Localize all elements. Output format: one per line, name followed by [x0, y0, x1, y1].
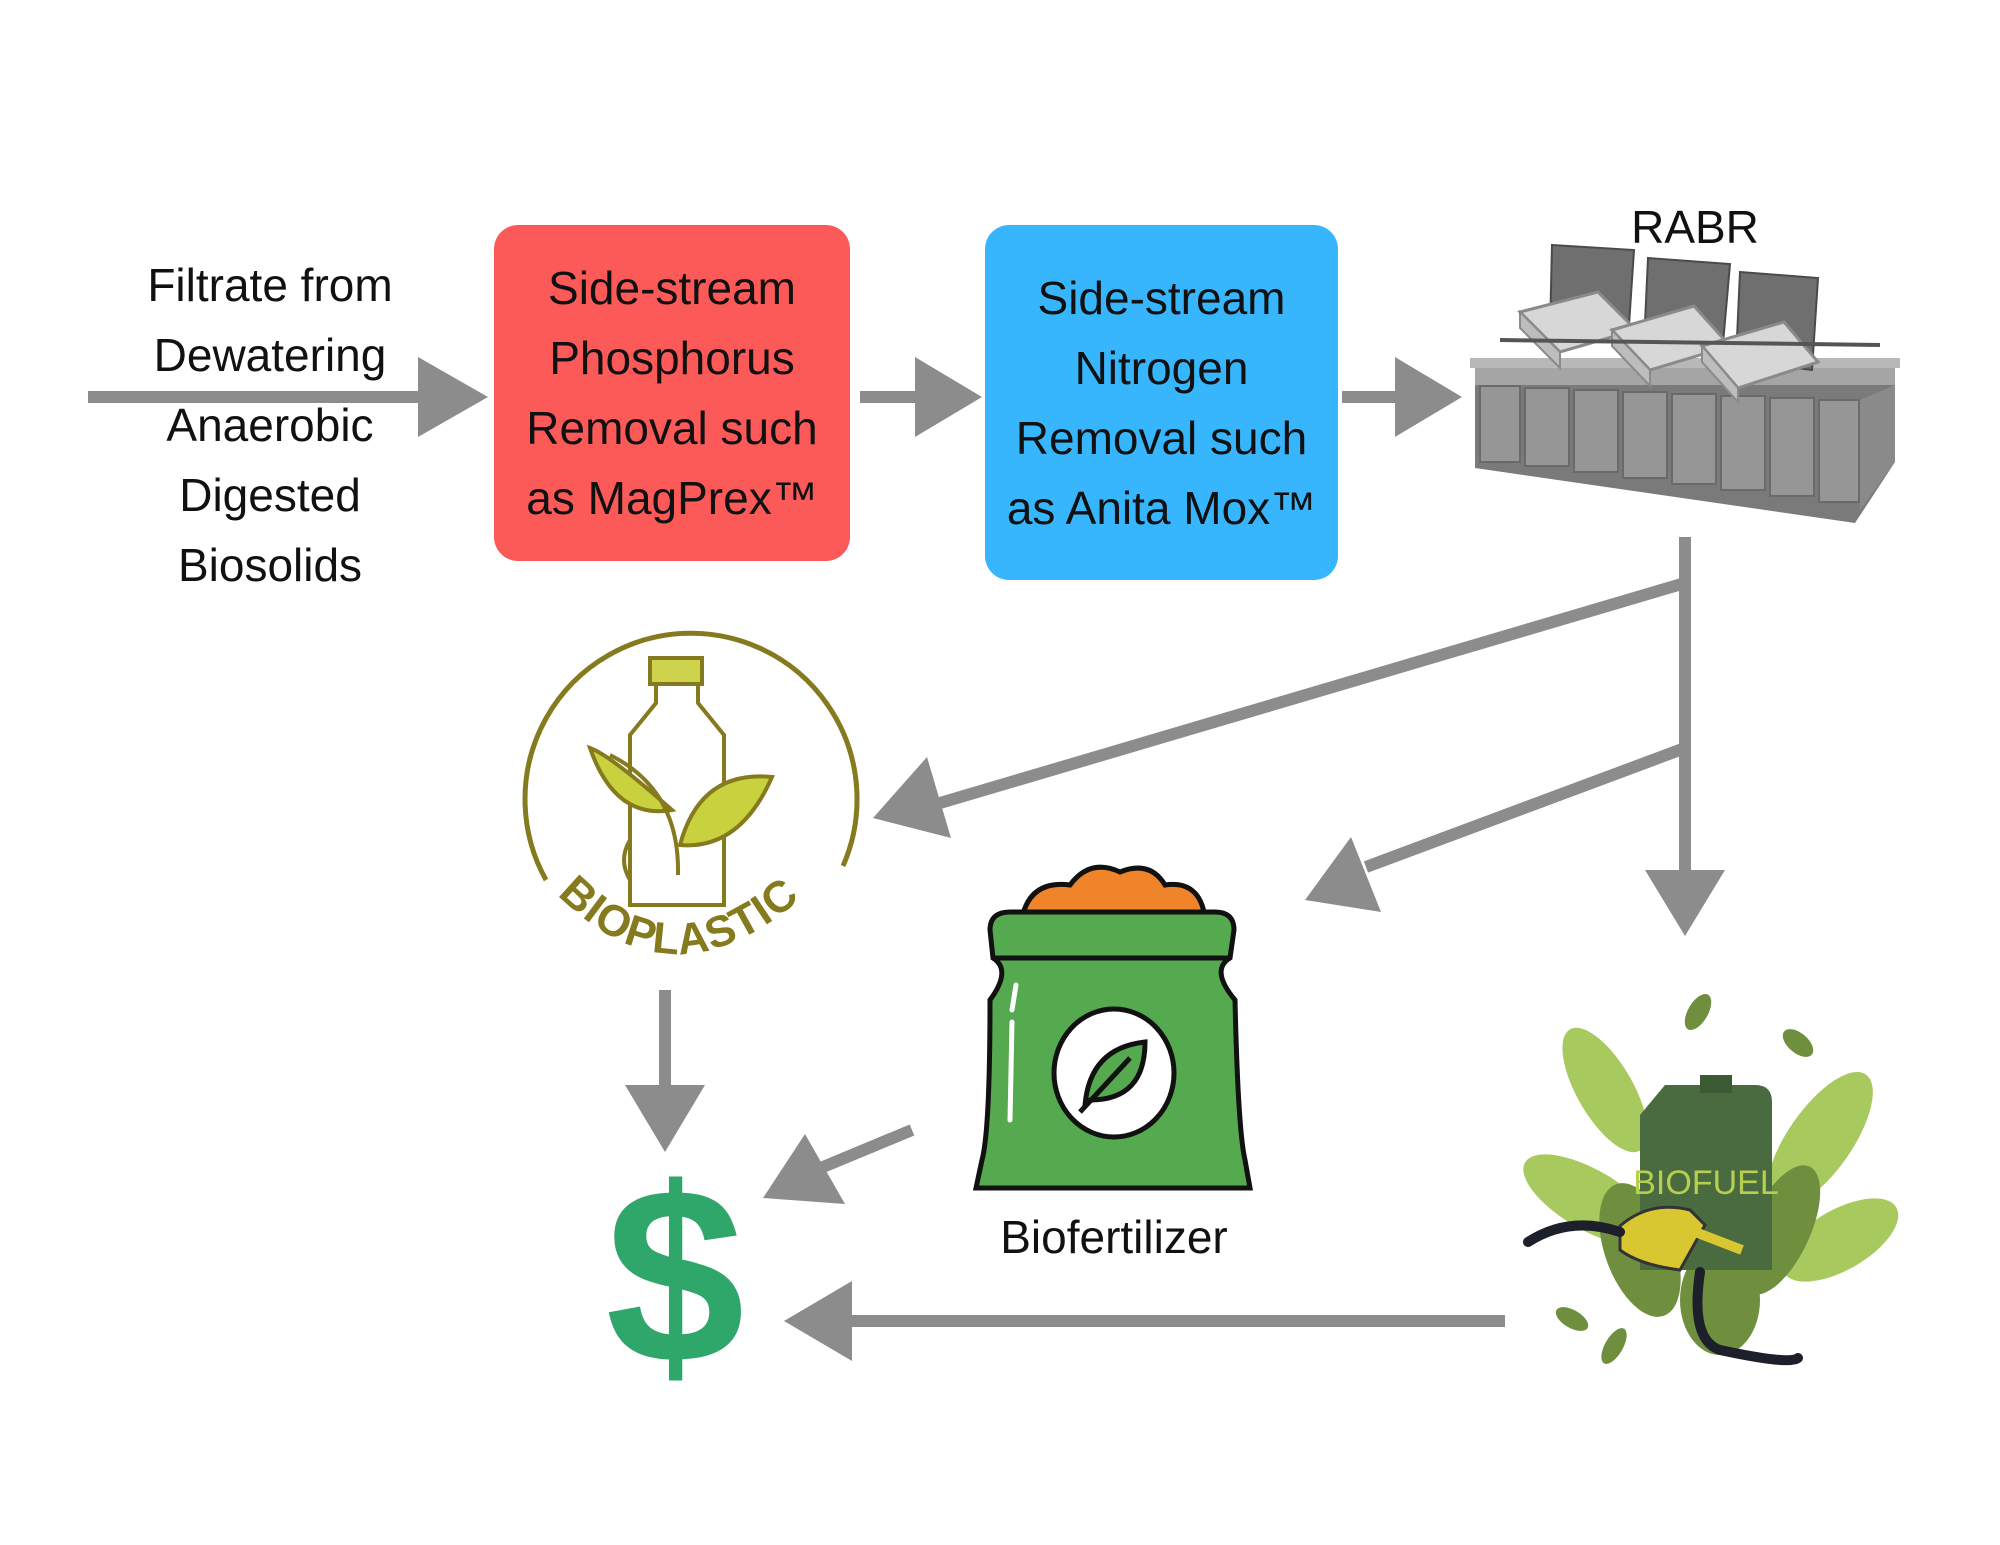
bioplastic-icon: [522, 630, 860, 907]
arrow-rabr-to-biofertilizer: [1305, 742, 1688, 912]
nitrogen-line: Nitrogen: [1074, 341, 1249, 394]
input-line: Anaerobic: [166, 399, 374, 451]
rabr-icon: [1470, 243, 1900, 523]
bioplastic-ring: [522, 630, 860, 882]
phosphorus-box: [494, 225, 850, 561]
input-line: Digested: [179, 469, 361, 521]
leaf-icon: [586, 744, 775, 876]
bioplastic-label: BIOPLASTIC: [550, 866, 807, 965]
biofertilizer-icon: [972, 864, 1253, 1191]
arrow-bioplastic-to-money: [625, 990, 705, 1152]
input-line: Biosolids: [177, 539, 363, 591]
input-label: Filtrate from Dewatering Anaerobic Diges…: [110, 250, 430, 600]
arrow-phosphorus-to-nitrogen: [860, 357, 982, 437]
arrow-biofuel-to-money: [784, 1281, 1505, 1361]
arrow-nitrogen-to-rabr: [1342, 357, 1462, 437]
money-icon: $: [605, 1136, 744, 1415]
biofertilizer-label: Biofertilizer: [1000, 1211, 1228, 1263]
input-line: Filtrate from: [147, 259, 393, 311]
phosphorus-line: as MagPrex™: [526, 472, 818, 524]
input-line: Dewatering: [153, 329, 387, 381]
phosphorus-line: Phosphorus: [549, 332, 795, 384]
biofuel-label: BIOFUEL: [1633, 1164, 1778, 1202]
arrow-input-to-phosphorus: [88, 357, 488, 437]
phosphorus-line: Removal such: [526, 402, 818, 454]
nitrogen-line: as Anita Mox™: [1006, 481, 1317, 534]
arrow-biofertilizer-to-money: [763, 1124, 915, 1204]
biofuel-icon: BIOFUEL: [1523, 993, 1899, 1366]
nitrogen-line: Side-stream: [1037, 271, 1286, 324]
phosphorus-line: Side-stream: [548, 262, 796, 314]
arrows: [88, 357, 1725, 1361]
nitrogen-box: [985, 225, 1338, 580]
nitrogen-line: Removal such: [1015, 411, 1308, 464]
arrow-rabr-to-bioplastic: [873, 577, 1687, 838]
phosphorus-box-label: Side-stream Phosphorus Removal such as M…: [494, 225, 850, 561]
nitrogen-box-label: Side-stream Nitrogen Removal such as Ani…: [985, 225, 1338, 580]
rabr-label: RABR: [1631, 201, 1759, 253]
arrow-rabr-to-biofuel: [1645, 537, 1725, 936]
